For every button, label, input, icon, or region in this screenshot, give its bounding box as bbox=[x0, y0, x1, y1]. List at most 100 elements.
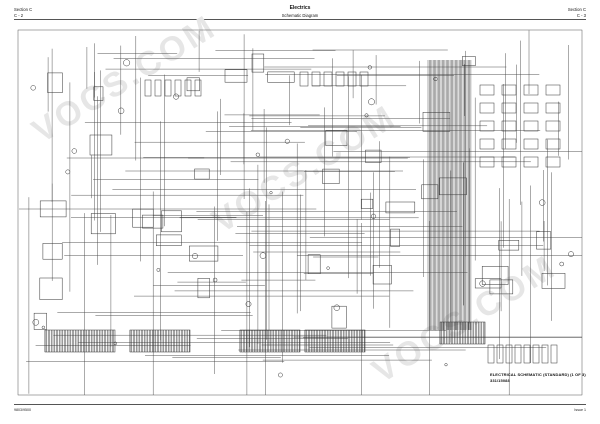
junction-circle bbox=[539, 199, 546, 206]
junction-circle bbox=[284, 138, 290, 144]
component-box bbox=[90, 213, 116, 235]
relay-box bbox=[523, 102, 539, 114]
relay-box bbox=[479, 156, 495, 168]
relay-box bbox=[545, 102, 561, 114]
junction-circle bbox=[367, 65, 372, 70]
junction-circle bbox=[444, 363, 448, 367]
junction-circle bbox=[65, 169, 71, 175]
fuse-box bbox=[144, 79, 152, 97]
relay-box bbox=[479, 138, 495, 150]
junction-circle bbox=[117, 107, 125, 114]
relay-box bbox=[523, 156, 539, 168]
header-subtitle: Schematic Diagram bbox=[281, 13, 319, 18]
component-box bbox=[536, 231, 552, 250]
component-box bbox=[142, 214, 164, 229]
component-box bbox=[186, 77, 200, 92]
junction-circle bbox=[368, 98, 375, 106]
fuse-box bbox=[359, 71, 369, 87]
component-box bbox=[194, 168, 210, 180]
component-box bbox=[39, 277, 63, 300]
component-box bbox=[462, 56, 476, 66]
relay-box bbox=[545, 84, 561, 96]
junction-circle bbox=[259, 252, 267, 259]
junction-circle bbox=[212, 277, 218, 283]
junction-circle bbox=[123, 59, 131, 67]
junction-circle bbox=[333, 304, 340, 311]
fuse-box bbox=[347, 71, 357, 87]
junction-circle bbox=[568, 251, 574, 257]
diagram-caption: ELECTRICAL SCHEMATIC (STANDARD) (1 OF 3) bbox=[490, 372, 586, 377]
component-box bbox=[438, 177, 467, 196]
output-socket bbox=[496, 344, 504, 364]
component-box bbox=[197, 278, 210, 299]
junction-circle bbox=[269, 191, 273, 195]
output-socket bbox=[487, 344, 495, 364]
component-box bbox=[89, 134, 113, 156]
junction-circle bbox=[364, 113, 369, 118]
component-box bbox=[161, 210, 182, 233]
relay-box bbox=[479, 102, 495, 114]
relay-box bbox=[523, 120, 539, 132]
footer-rule bbox=[14, 404, 586, 405]
component-box bbox=[39, 200, 67, 218]
relay-box bbox=[545, 156, 561, 168]
relay-box bbox=[501, 102, 517, 114]
component-box bbox=[474, 278, 502, 289]
fuse-box bbox=[323, 71, 333, 87]
header-right-section: Section C bbox=[567, 7, 586, 12]
component-box bbox=[325, 130, 348, 146]
output-socket bbox=[523, 344, 531, 364]
component-box bbox=[33, 312, 47, 330]
component-box bbox=[498, 240, 520, 251]
fuse-box bbox=[164, 79, 172, 97]
fuse-box bbox=[184, 79, 192, 97]
component-box bbox=[481, 266, 509, 285]
junction-circle bbox=[71, 148, 77, 154]
component-box bbox=[224, 69, 248, 83]
junction-circle bbox=[173, 93, 180, 100]
fuse-box bbox=[174, 79, 182, 97]
output-socket bbox=[505, 344, 513, 364]
component-box bbox=[360, 198, 374, 209]
header-right-page: C - 3 bbox=[576, 13, 586, 18]
junction-circle bbox=[41, 325, 46, 330]
component-box bbox=[47, 72, 63, 93]
footer-right-issue: Issue 1 bbox=[574, 408, 586, 412]
diagram-frame bbox=[17, 29, 583, 396]
output-socket bbox=[541, 344, 549, 364]
fuse-box bbox=[311, 71, 321, 87]
output-socket bbox=[514, 344, 522, 364]
component-box bbox=[365, 149, 382, 163]
relay-box bbox=[523, 84, 539, 96]
component-box bbox=[251, 53, 265, 73]
component-box bbox=[42, 243, 63, 260]
junction-circle bbox=[479, 280, 486, 287]
component-box bbox=[322, 168, 340, 184]
relay-box bbox=[501, 120, 517, 132]
diagram-number: 331/15088 bbox=[490, 378, 510, 383]
relay-box bbox=[501, 84, 517, 96]
component-box bbox=[385, 201, 416, 214]
junction-circle bbox=[245, 301, 252, 307]
fuse-box bbox=[335, 71, 345, 87]
component-box bbox=[390, 228, 400, 247]
component-box bbox=[372, 265, 392, 285]
relay-box bbox=[479, 84, 495, 96]
junction-circle bbox=[113, 341, 117, 346]
header-title: Electrics bbox=[289, 5, 311, 11]
junction-circle bbox=[370, 213, 377, 219]
header-rule bbox=[14, 19, 586, 20]
relay-box bbox=[545, 138, 561, 150]
component-box bbox=[331, 305, 347, 329]
footer-left-code: 9803/9500 bbox=[14, 408, 31, 412]
junction-circle bbox=[326, 266, 330, 270]
header-left-page: C - 2 bbox=[14, 13, 24, 18]
output-socket bbox=[532, 344, 540, 364]
relay-box bbox=[501, 138, 517, 150]
fuse-box bbox=[194, 79, 202, 97]
component-box bbox=[267, 71, 295, 83]
relay-box bbox=[545, 120, 561, 132]
component-box bbox=[422, 112, 451, 132]
component-box bbox=[93, 86, 104, 101]
